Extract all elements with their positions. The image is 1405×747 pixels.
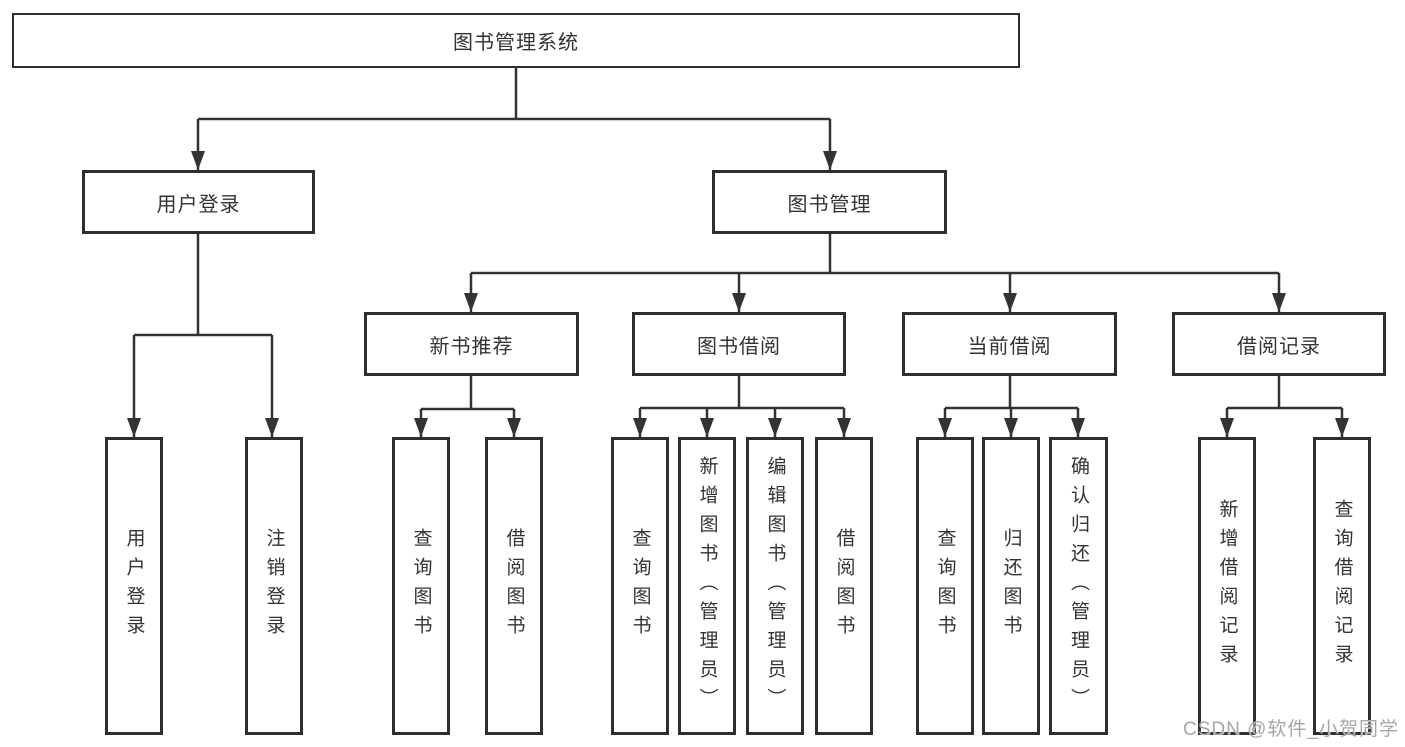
leaf-query-books-current-label: 查询图书 bbox=[934, 528, 956, 644]
leaf-add-books-admin-label: 新增图书（管理员） bbox=[696, 455, 718, 717]
leaf-return-books: 归还图书 bbox=[982, 437, 1040, 735]
leaf-query-books-borrow: 查询图书 bbox=[611, 437, 669, 735]
leaf-borrow-books: 借阅图书 bbox=[815, 437, 873, 735]
node-current-borrow-label: 当前借阅 bbox=[967, 335, 1052, 358]
node-book-management-label: 图书管理 bbox=[787, 193, 872, 216]
leaf-return-books-label: 归还图书 bbox=[1000, 528, 1022, 644]
csdn-watermark: CSDN @软件_小贺同学 bbox=[1183, 719, 1399, 740]
leaf-edit-books-admin: 编辑图书（管理员） bbox=[746, 437, 804, 735]
leaf-query-books-recommend-label: 查询图书 bbox=[410, 528, 432, 644]
leaf-add-borrow-record: 新增借阅记录 bbox=[1198, 437, 1256, 735]
leaf-edit-books-admin-label: 编辑图书（管理员） bbox=[764, 455, 786, 717]
leaf-query-books-current: 查询图书 bbox=[916, 437, 974, 735]
leaf-query-borrow-record-label: 查询借阅记录 bbox=[1331, 499, 1353, 673]
leaf-user-login: 用户登录 bbox=[105, 437, 163, 735]
leaf-confirm-return-admin: 确认归还（管理员） bbox=[1049, 437, 1108, 735]
root-node-label: 图书管理系统 bbox=[453, 32, 579, 54]
node-new-book-recommend: 新书推荐 bbox=[364, 312, 579, 376]
root-node-library-system: 图书管理系统 bbox=[12, 13, 1020, 68]
leaf-query-books-borrow-label: 查询图书 bbox=[629, 528, 651, 644]
node-user-login: 用户登录 bbox=[82, 170, 315, 234]
leaf-borrow-books-recommend: 借阅图书 bbox=[485, 437, 543, 735]
leaf-logout: 注销登录 bbox=[245, 437, 303, 735]
node-borrow-records: 借阅记录 bbox=[1172, 312, 1386, 376]
leaf-query-borrow-record: 查询借阅记录 bbox=[1313, 437, 1371, 735]
node-book-management: 图书管理 bbox=[712, 170, 947, 234]
leaf-borrow-books-recommend-label: 借阅图书 bbox=[503, 528, 525, 644]
leaf-confirm-return-admin-label: 确认归还（管理员） bbox=[1068, 455, 1089, 717]
leaf-add-books-admin: 新增图书（管理员） bbox=[678, 437, 736, 735]
leaf-user-login-label: 用户登录 bbox=[123, 528, 145, 644]
node-current-borrow: 当前借阅 bbox=[902, 312, 1117, 376]
leaf-add-borrow-record-label: 新增借阅记录 bbox=[1216, 499, 1238, 673]
leaf-query-books-recommend: 查询图书 bbox=[392, 437, 450, 735]
node-book-borrow: 图书借阅 bbox=[632, 312, 846, 376]
node-user-login-label: 用户登录 bbox=[156, 193, 241, 216]
node-borrow-records-label: 借阅记录 bbox=[1237, 335, 1321, 358]
leaf-logout-label: 注销登录 bbox=[263, 528, 285, 644]
node-new-book-recommend-label: 新书推荐 bbox=[429, 335, 514, 358]
node-book-borrow-label: 图书借阅 bbox=[697, 335, 781, 358]
leaf-borrow-books-label: 借阅图书 bbox=[833, 528, 855, 644]
